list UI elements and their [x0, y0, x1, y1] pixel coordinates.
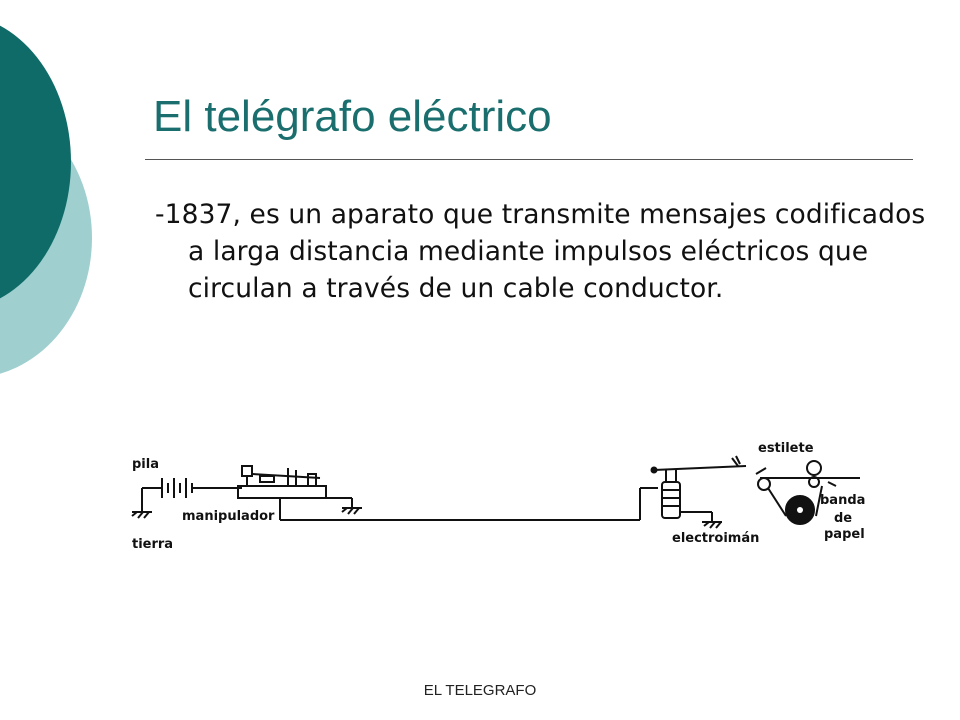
battery-symbol: [142, 478, 242, 498]
label-manipulador: manipulador: [182, 509, 275, 524]
label-banda: banda: [820, 493, 865, 508]
dark-circle: [0, 25, 71, 299]
title-divider: [145, 159, 913, 160]
label-pila: pila: [132, 457, 159, 472]
electromagnet: [639, 470, 722, 529]
label-electroiman: electroimán: [672, 531, 759, 546]
slide-body-text: -1837, es un aparato que transmite mensa…: [155, 199, 926, 304]
label-papel: papel: [824, 527, 865, 542]
slide-title: El telégrafo eléctrico: [153, 92, 552, 141]
ground-symbol-left: [131, 488, 152, 519]
decorative-circles: [0, 25, 92, 374]
label-estilete: estilete: [758, 441, 814, 456]
label-de: de: [834, 511, 852, 526]
slide-footer: EL TELEGRAFO: [423, 682, 537, 699]
label-tierra: tierra: [132, 537, 173, 552]
lever-stylus: [650, 455, 747, 474]
telegraph-diagram: pila tierra manipulador electroimán esti…: [131, 441, 865, 552]
paper-rollers: [755, 460, 860, 525]
telegraph-key: [237, 465, 640, 521]
